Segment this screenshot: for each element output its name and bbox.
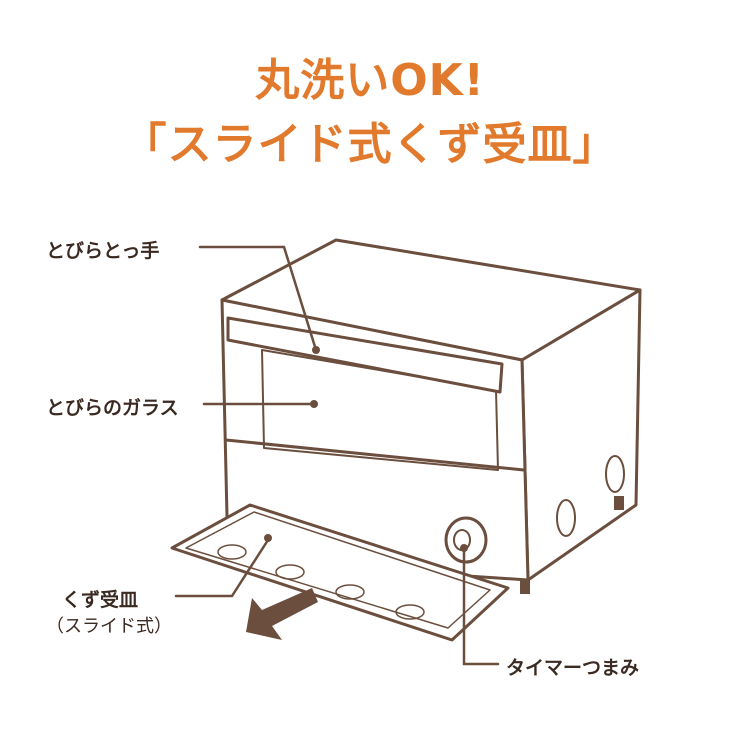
label-door-glass: とびらのガラス [46, 397, 179, 419]
oven-foot-side [614, 496, 624, 510]
label-door-handle: とびらとっ手 [46, 240, 160, 262]
leader-dot-glass [310, 400, 318, 408]
leader-dot-knob [460, 544, 468, 552]
crumb-tray [170, 503, 510, 642]
leader-crumb-tray [174, 538, 270, 598]
label-crumb-tray-sub: （スライド式） [46, 616, 172, 637]
door-bottom-edge [224, 438, 526, 472]
side-vent-1 [556, 499, 576, 537]
label-crumb-tray: くず受皿 [62, 589, 139, 611]
leader-dot-tray [264, 534, 272, 542]
title-line-1: 丸洗いOK! [255, 55, 485, 106]
leader-timer-knob [462, 546, 500, 666]
crumb-tray-inner [185, 511, 491, 629]
title-line-2: 「スライド式くず受皿」 [122, 119, 618, 170]
side-vent-2 [605, 455, 625, 493]
timer-knob [444, 516, 488, 564]
tray-hole-1 [217, 544, 247, 560]
slide-direction-arrow [246, 588, 318, 640]
door-handle-bar [226, 316, 504, 394]
tray-hole-3 [335, 584, 365, 600]
leader-door-handle [198, 245, 318, 352]
oven-foot-front [520, 580, 530, 594]
label-timer-knob: タイマーつまみ [506, 657, 640, 679]
tray-hole-2 [275, 564, 305, 580]
leader-dot-handle [312, 346, 320, 354]
tray-hole-4 [395, 604, 425, 620]
